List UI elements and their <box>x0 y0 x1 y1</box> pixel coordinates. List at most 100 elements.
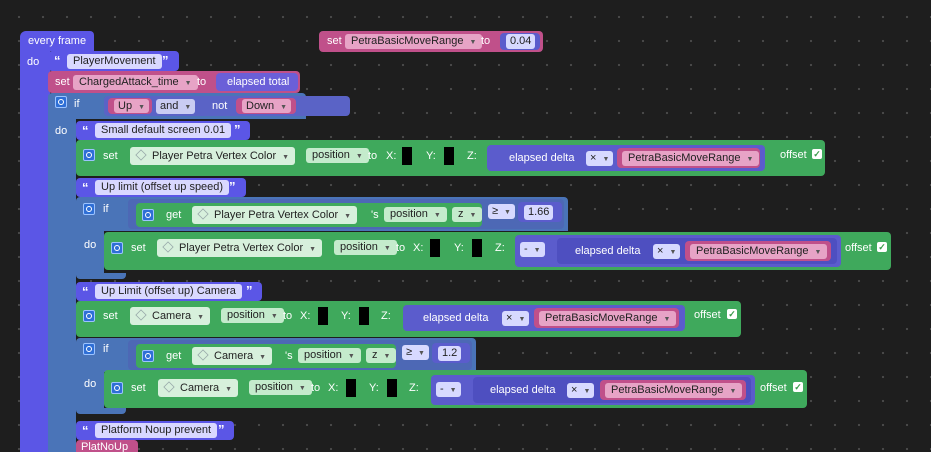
operator-dropdown[interactable]: ≥▼ <box>488 204 515 219</box>
offset-label: offset <box>694 309 721 321</box>
comment-block[interactable]: “ Small default screen 0.01 ” <box>76 121 250 140</box>
comment-block[interactable]: “ Platform Noup prevent ” <box>76 421 234 440</box>
object-dropdown[interactable]: Player Petra Vertex Color▼ <box>192 206 358 224</box>
multiply-block[interactable]: elapsed delta ×▼ PetraBasicMoveRange▼ <box>487 145 765 171</box>
set-position-block[interactable]: set Player Petra Vertex Color▼ position▼… <box>76 140 825 176</box>
offset-checkbox[interactable]: ✓ <box>812 149 822 159</box>
operator-dropdown[interactable]: -▼ <box>436 382 461 397</box>
multiply-block[interactable]: elapsed delta ×▼ PetraBasicMoveRange▼ <box>473 377 751 403</box>
object-dropdown[interactable]: Player Petra Vertex Color▼ <box>157 239 323 257</box>
every-frame-block[interactable]: every frame <box>20 31 94 51</box>
x-input-socket[interactable] <box>402 147 412 165</box>
set-charged-block[interactable]: set ChargedAttack_time▼ to elapsed total <box>48 71 300 93</box>
variable-dropdown[interactable]: Down▼ <box>242 99 292 113</box>
gear-icon[interactable] <box>83 343 95 355</box>
subtract-block[interactable]: -▼ elapsed delta ×▼ PetraBasicMoveRange▼ <box>515 235 841 267</box>
object-dropdown[interactable]: Camera▼ <box>158 379 239 397</box>
number-block[interactable]: 1.66 <box>518 202 562 222</box>
set-position-block[interactable]: set Camera▼ position▼ to X: Y: Z: elapse… <box>76 301 741 337</box>
not-block[interactable]: not Down▼ <box>200 96 350 116</box>
number-block[interactable]: 1.2 <box>432 343 470 363</box>
set-position-block[interactable]: set Camera▼ position▼ to X: Y: Z: -▼ ela… <box>104 370 807 408</box>
variable-block[interactable]: PetraBasicMoveRange▼ <box>534 308 679 328</box>
property-dropdown[interactable]: position▼ <box>334 240 397 255</box>
comment-text[interactable]: Small default screen 0.01 <box>95 123 232 138</box>
multiply-block[interactable]: elapsed delta ×▼ PetraBasicMoveRange▼ <box>403 305 685 331</box>
variable-dropdown[interactable]: PetraBasicMoveRange▼ <box>345 34 483 49</box>
compare-block[interactable]: get Player Petra Vertex Color▼ 's positi… <box>128 199 564 229</box>
variable-block[interactable]: PetraBasicMoveRange▼ <box>600 380 746 400</box>
and-block[interactable]: Up▼ and▼ not Down▼ <box>104 96 350 116</box>
operator-dropdown[interactable]: ≥▼ <box>402 345 429 360</box>
gear-icon[interactable] <box>111 382 123 394</box>
number-block[interactable]: 0.04 <box>500 33 540 50</box>
number-field[interactable]: 1.66 <box>524 205 554 220</box>
gear-icon[interactable] <box>142 350 154 362</box>
operator-dropdown[interactable]: -▼ <box>520 242 545 257</box>
variable-dropdown[interactable]: PetraBasicMoveRange▼ <box>690 244 828 259</box>
set-petra-range-block[interactable]: set PetraBasicMoveRange▼ to 0.04 <box>319 31 543 52</box>
object-dropdown[interactable]: Camera▼ <box>130 307 211 325</box>
variable-dropdown[interactable]: PetraBasicMoveRange▼ <box>539 311 677 326</box>
x-input-socket[interactable] <box>318 307 328 325</box>
gear-icon[interactable] <box>142 209 154 221</box>
x-input-socket[interactable] <box>430 239 440 257</box>
gear-icon[interactable] <box>83 149 95 161</box>
gear-icon[interactable] <box>83 203 95 215</box>
get-keyword: get <box>166 209 182 221</box>
subtract-block[interactable]: -▼ elapsed delta ×▼ PetraBasicMoveRange▼ <box>431 375 755 405</box>
if-block[interactable]: if get Camera▼ 's position▼ z▼ ≥▼ 1.2 <box>76 338 476 372</box>
y-input-socket[interactable] <box>387 379 397 397</box>
y-input-socket[interactable] <box>472 239 482 257</box>
gear-icon[interactable] <box>111 242 123 254</box>
get-block[interactable]: get Camera▼ 's position▼ z▼ <box>136 344 397 368</box>
gear-icon[interactable] <box>83 310 95 322</box>
property-dropdown[interactable]: position▼ <box>249 380 312 395</box>
property-dropdown[interactable]: position▼ <box>384 207 447 222</box>
get-block[interactable]: get Player Petra Vertex Color▼ 's positi… <box>136 203 483 227</box>
number-field[interactable]: 1.2 <box>438 346 462 361</box>
offset-checkbox[interactable]: ✓ <box>727 309 737 319</box>
multiply-block[interactable]: elapsed delta ×▼ PetraBasicMoveRange▼ <box>557 238 837 264</box>
variable-block[interactable]: PetraBasicMoveRange▼ <box>617 148 760 168</box>
comment-text[interactable]: PlayerMovement <box>67 54 162 69</box>
property-dropdown[interactable]: position▼ <box>298 348 361 363</box>
object-dropdown[interactable]: Camera▼ <box>192 347 273 365</box>
gear-icon[interactable] <box>55 96 67 108</box>
comment-block[interactable]: “ Up limit (offset up speed) ” <box>76 178 246 197</box>
x-input-socket[interactable] <box>346 379 356 397</box>
down-variable[interactable]: Down▼ <box>236 98 296 114</box>
object-dropdown[interactable]: Player Petra Vertex Color▼ <box>130 147 296 165</box>
variable-dropdown[interactable]: Up▼ <box>114 99 149 113</box>
offset-checkbox[interactable]: ✓ <box>793 382 803 392</box>
if-block[interactable]: if Up▼ and▼ not Down▼ <box>48 93 350 119</box>
variable-block[interactable]: PetraBasicMoveRange▼ <box>685 241 831 261</box>
operator-dropdown[interactable]: ×▼ <box>653 244 681 259</box>
number-field[interactable]: 0.04 <box>506 34 536 49</box>
comment-text[interactable]: Up limit (offset up speed) <box>95 180 230 195</box>
compare-block[interactable]: get Camera▼ 's position▼ z▼ ≥▼ 1.2 <box>128 340 472 370</box>
comment-text[interactable]: Platform Noup prevent <box>95 423 218 438</box>
set-position-block[interactable]: set Player Petra Vertex Color▼ position▼… <box>104 232 891 270</box>
comment-block[interactable]: “ PlayerMovement ” <box>48 51 179 71</box>
offset-checkbox[interactable]: ✓ <box>877 242 887 252</box>
operator-dropdown[interactable]: ×▼ <box>586 151 614 166</box>
variable-dropdown[interactable]: PetraBasicMoveRange▼ <box>622 151 760 166</box>
platnoup-block[interactable]: PlatNoUp <box>76 440 138 452</box>
variable-dropdown[interactable]: PetraBasicMoveRange▼ <box>605 383 743 398</box>
property-dropdown[interactable]: position▼ <box>221 308 284 323</box>
axis-dropdown[interactable]: z▼ <box>366 348 397 363</box>
operator-dropdown[interactable]: ×▼ <box>502 311 530 326</box>
and-dropdown[interactable]: and▼ <box>156 99 196 114</box>
y-input-socket[interactable] <box>359 307 369 325</box>
elapsed-total-block[interactable]: elapsed total <box>216 73 298 91</box>
comment-block[interactable]: “ Up Limit (offset up) Camera ” <box>76 282 262 301</box>
axis-dropdown[interactable]: z▼ <box>452 207 483 222</box>
up-variable[interactable]: Up▼ <box>108 98 152 114</box>
variable-dropdown[interactable]: ChargedAttack_time▼ <box>73 75 198 90</box>
comment-text[interactable]: Up Limit (offset up) Camera <box>95 284 242 299</box>
property-dropdown[interactable]: position▼ <box>306 148 369 163</box>
y-input-socket[interactable] <box>444 147 454 165</box>
operator-dropdown[interactable]: ×▼ <box>567 383 595 398</box>
if-block[interactable]: if get Player Petra Vertex Color▼ 's pos… <box>76 197 568 231</box>
